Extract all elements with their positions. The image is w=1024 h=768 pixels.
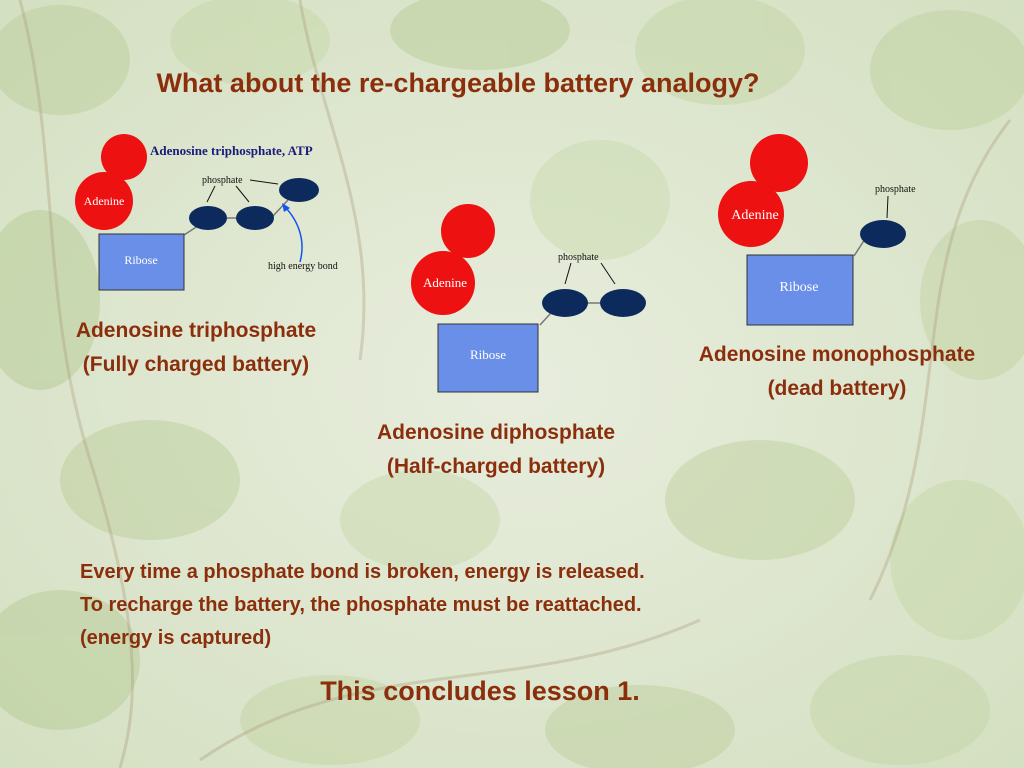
ribose-box [437,323,539,393]
atp-diagram-title: Adenosine triphosphate, ATP [150,143,313,158]
amp-phosphate-label: phosphate [875,184,916,195]
adp-caption-line2: (Half-charged battery) [386,455,606,478]
adp-diagram: Adenine Ribose phosphate [405,200,655,400]
explanation-line-3: (energy is captured) [80,627,272,649]
phosphate-1 [860,220,906,248]
atp-caption: Adenosine triphosphate (Fully charged ba… [40,314,352,382]
explanation-line-1: Every time a phosphate bond is broken, e… [80,561,645,583]
adenine-circle [411,251,475,315]
adenine-top-circle [441,204,495,258]
adenine-top-circle [101,134,147,180]
adp-caption-line1: Adenosine diphosphate [376,421,615,444]
ribose-box [98,233,185,291]
amp-caption-line1: Adenosine monophosphate [698,343,976,366]
phosphate-2 [600,289,646,317]
atp-caption-line1: Adenosine triphosphate [75,319,317,342]
adenine-top-circle [750,134,808,192]
phosphate-1 [542,289,588,317]
amp-diagram: Adenine Ribose phosphate [712,134,952,336]
adp-phosphate-label: phosphate [558,252,599,263]
adp-caption: Adenosine diphosphate (Half-charged batt… [330,416,662,484]
atp-bond-label: high energy bond [268,261,338,272]
phosphate-1 [189,206,227,230]
adenine-circle [718,181,784,247]
adp-ribose-label: Ribose [470,347,506,362]
adenine-circle [75,172,133,230]
slide-title: What about the re-chargeable battery ana… [156,68,760,98]
amp-caption-line2: (dead battery) [767,377,907,400]
explanation-line-2: To recharge the battery, the phosphate m… [80,594,642,616]
high-energy-arrow [283,205,303,263]
adp-adenine-label: Adenine [423,275,467,290]
amp-caption: Adenosine monophosphate (dead battery) [668,338,1006,406]
atp-adenine-label: Adenine [84,194,125,208]
ribose-box [746,254,854,326]
amp-ribose-label: Ribose [780,280,819,295]
atp-caption-line2: (Fully charged battery) [82,353,310,376]
phosphate-2 [236,206,274,230]
amp-adenine-label: Adenine [731,208,778,223]
explanation-text: Every time a phosphate bond is broken, e… [80,556,645,655]
conclusion-text: This concludes lesson 1. [320,676,640,706]
phosphate-3 [279,178,319,202]
atp-phosphate-label: phosphate [202,175,243,186]
atp-ribose-label: Ribose [124,253,157,267]
atp-diagram: Adenine Ribose Adenosine triphosphate, A… [60,130,370,300]
